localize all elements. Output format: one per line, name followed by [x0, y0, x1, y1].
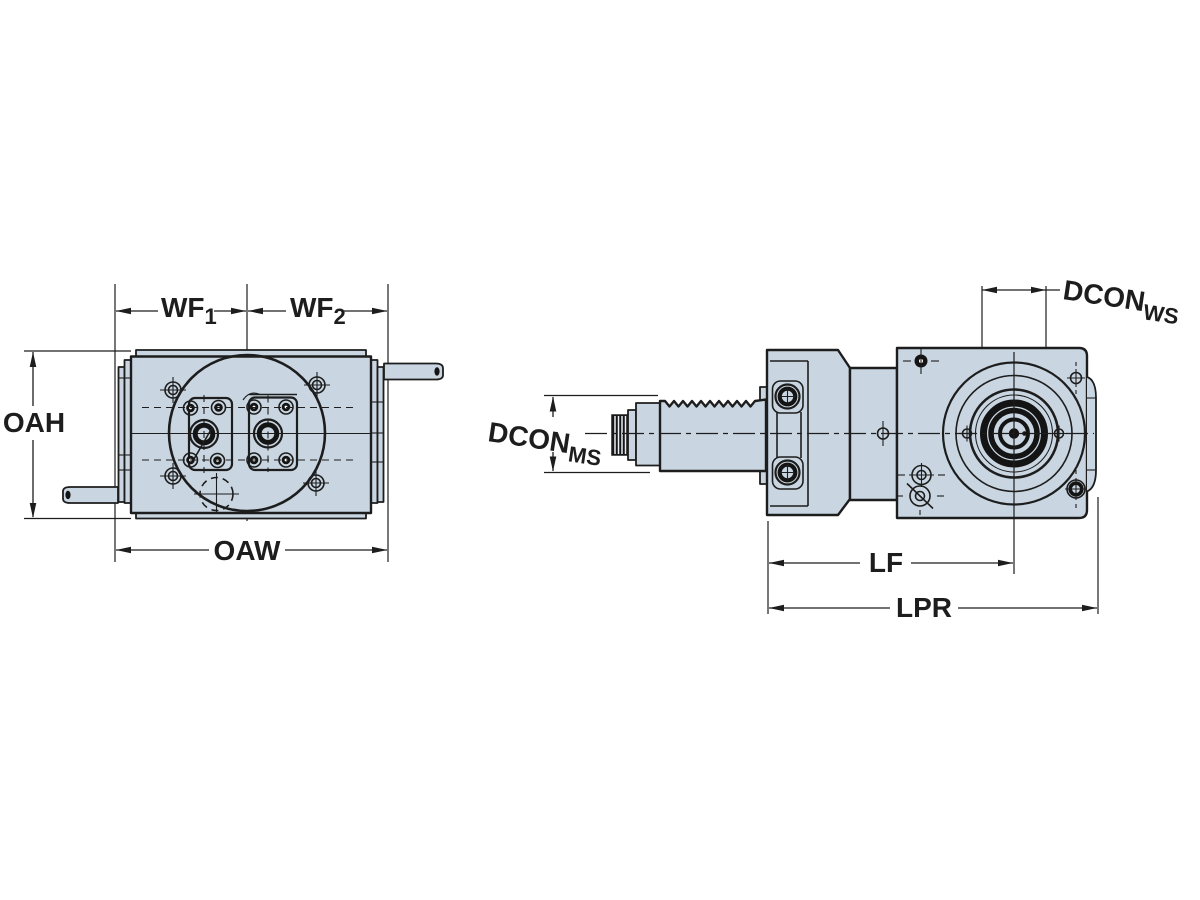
- dim-dcon-ws: DCONWS: [981, 274, 1182, 349]
- front-view: WF1 WF2 OAH OAW: [3, 284, 444, 566]
- clamp-bolt: [774, 459, 801, 486]
- front-face-features: [131, 353, 371, 514]
- dimension-label-lf: LF: [869, 547, 903, 578]
- side-view: DCONMS DCONWS LF LPR: [485, 274, 1182, 623]
- dimension-label-wf2: WF2: [290, 292, 346, 329]
- arrowhead-left: [769, 604, 784, 612]
- clamp-lug-upper: [771, 380, 804, 414]
- hole-bottom-middle-upper: [898, 463, 945, 487]
- pipe-end-hole: [65, 490, 71, 500]
- hole-top-right: [1067, 362, 1085, 394]
- flange-diagonal: [193, 427, 213, 460]
- drive-pin: [1022, 431, 1027, 436]
- tool-flange-left: [182, 395, 234, 473]
- housing-face: [129, 355, 373, 515]
- turret-circle: [167, 353, 327, 513]
- housing-screws: [876, 348, 1087, 515]
- arrowhead-left: [116, 546, 131, 554]
- flange-bore: [252, 418, 284, 449]
- dimension-label-dcon-ms: DCONMS: [485, 416, 605, 471]
- arrowhead-left: [769, 559, 784, 567]
- arrowhead-left: [982, 286, 997, 294]
- dimension-label-wf1: WF1: [161, 292, 217, 329]
- shaft-collar: [635, 402, 661, 467]
- arrowhead-down: [29, 503, 37, 518]
- dim-wf2: WF2: [248, 292, 387, 329]
- coolant-pipe-upper-right: [383, 362, 444, 381]
- drive-shaft: [611, 398, 768, 473]
- pipe-end-hole: [434, 367, 440, 376]
- screw-top: [903, 348, 939, 374]
- arrowhead-right: [231, 307, 246, 315]
- flange-bore-ring: [256, 422, 280, 445]
- corner-bolt: [160, 377, 186, 403]
- arrowhead-left: [248, 307, 263, 315]
- arrowhead-right: [372, 307, 387, 315]
- screw-bottom-right: [1065, 470, 1087, 508]
- arrowhead-right: [1031, 286, 1046, 294]
- dim-lpr: LPR: [769, 497, 1099, 623]
- dim-oah: OAH: [3, 352, 65, 518]
- arrowhead-down: [549, 456, 557, 472]
- arrowhead-left: [116, 307, 131, 315]
- arrowhead-right: [1082, 604, 1097, 612]
- hole-bottom-middle-lower: [896, 482, 944, 515]
- arrowhead-up: [549, 396, 557, 412]
- clamp-bolt: [774, 383, 801, 410]
- flange-bore: [188, 418, 220, 450]
- dimension-label-oaw: OAW: [214, 535, 281, 566]
- clamp-bracket: [771, 380, 804, 490]
- dimension-label-dcon-ws: DCONWS: [1060, 274, 1182, 329]
- dimension-label-oah: OAH: [3, 407, 65, 438]
- corner-bolt: [304, 372, 330, 398]
- housing-body: [62, 349, 444, 520]
- hidden-hole: [194, 473, 239, 514]
- dim-oaw: OAW: [116, 535, 387, 566]
- threaded-cylinder: [658, 398, 768, 473]
- corner-bolt: [303, 470, 329, 496]
- dim-lf: LF: [767, 521, 1013, 614]
- flange-plate: [247, 396, 299, 472]
- flange-notch: [242, 392, 261, 401]
- dimension-label-lpr: LPR: [896, 592, 952, 623]
- right-tab-outer: [376, 366, 385, 503]
- side-tab: [1086, 376, 1097, 493]
- arrowhead-right: [372, 546, 387, 554]
- spline-coupling: [611, 414, 629, 456]
- arrowhead-up: [29, 352, 37, 367]
- clamp-lug-lower: [771, 456, 804, 490]
- shaft-cap: [627, 409, 637, 461]
- dim-wf1: WF1: [116, 292, 246, 329]
- arrowhead-right: [998, 559, 1013, 567]
- corner-bolt: [160, 463, 186, 489]
- coolant-pipe-lower-left: [62, 486, 119, 504]
